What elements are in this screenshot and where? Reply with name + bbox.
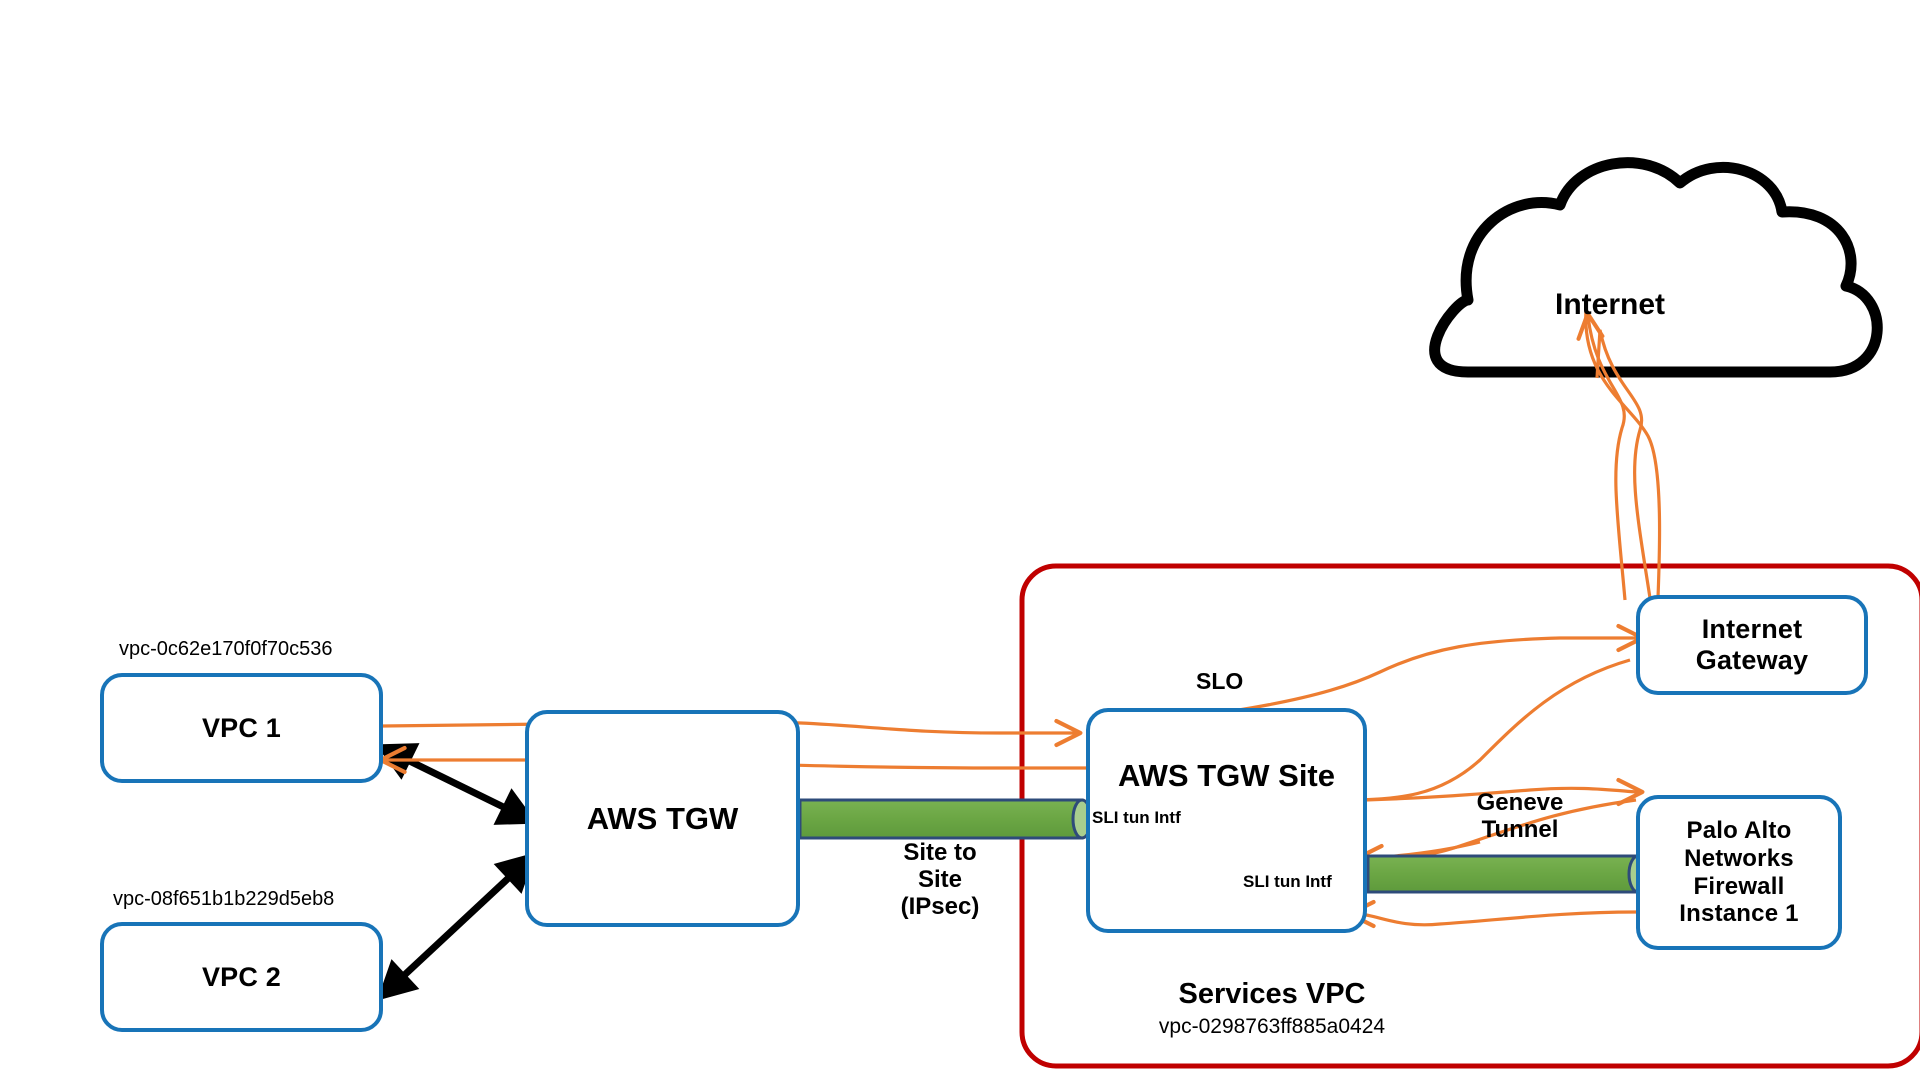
flow-internet-to-igw xyxy=(1584,309,1672,650)
flow-igw-to-internet-arrow xyxy=(1576,311,1627,601)
aws-tgw-label: AWS TGW xyxy=(586,800,739,836)
services-vpc-id: vpc-0298763ff885a0424 xyxy=(1158,1015,1386,1038)
flow-firewall-to-sli-lower xyxy=(1347,899,1637,929)
sli-tun-intf-lower-label: SLI tun Intf xyxy=(1243,872,1332,891)
slo-label: SLO xyxy=(1196,668,1244,694)
geneve-tunnel-caption: Geneve Tunnel xyxy=(1476,789,1564,843)
cloud-icon xyxy=(1429,157,1883,378)
geneve-tunnel-shape xyxy=(1366,854,1649,894)
vpc-1-node[interactable]: VPC 1 xyxy=(100,673,383,783)
vpc1-id-label: vpc-0c62e170f0f70c536 xyxy=(119,638,333,660)
vpc-2-node[interactable]: VPC 2 xyxy=(100,922,383,1032)
internet-gateway-node[interactable]: Internet Gateway xyxy=(1636,595,1868,695)
palo-alto-firewall-label: Palo Alto Networks Firewall Instance 1 xyxy=(1679,816,1799,928)
site-to-site-tunnel-shape xyxy=(798,798,1093,840)
vpc2-tgw-attachment xyxy=(377,852,536,1001)
aws-tgw-site-node[interactable]: AWS TGW Site xyxy=(1086,708,1367,933)
aws-tgw-site-label: AWS TGW Site xyxy=(1118,758,1335,793)
services-vpc-title: Services VPC xyxy=(1178,978,1366,1010)
vpc2-label: VPC 2 xyxy=(201,961,282,992)
site-to-site-tunnel-caption: Site to Site (IPsec) xyxy=(900,839,980,920)
internet-gateway-label: Internet Gateway xyxy=(1695,613,1809,675)
internet-label: Internet xyxy=(1555,288,1666,321)
flow-igw-to-internet xyxy=(1595,329,1652,599)
flow-tgwsite-to-firewall xyxy=(1364,777,1645,807)
sli-tun-intf-upper-label: SLI tun Intf xyxy=(1092,808,1181,827)
palo-alto-firewall-node[interactable]: Palo Alto Networks Firewall Instance 1 xyxy=(1636,795,1842,950)
aws-tgw-node[interactable]: AWS TGW xyxy=(525,710,800,927)
vpc1-label: VPC 1 xyxy=(201,712,282,743)
vpc2-id-label: vpc-08f651b1b229d5eb8 xyxy=(113,888,335,910)
